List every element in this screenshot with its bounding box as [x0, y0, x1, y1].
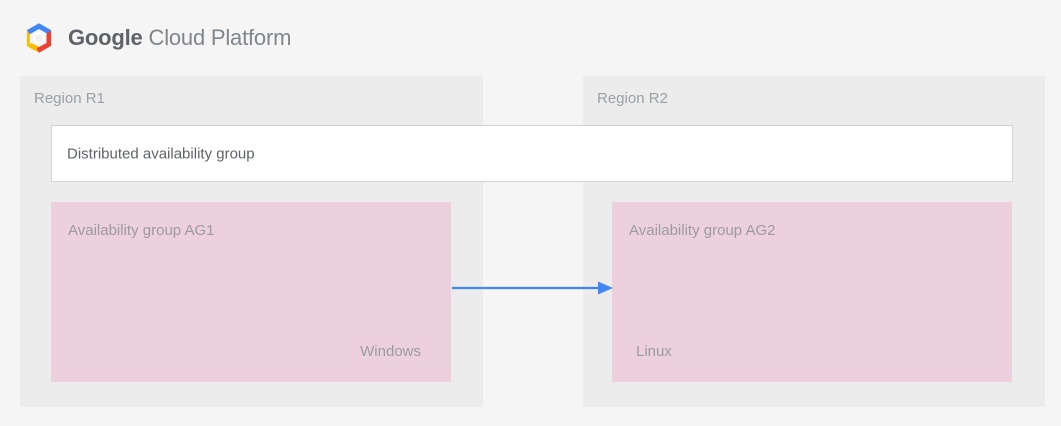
- os-label-windows: Windows: [360, 343, 421, 360]
- os-label-linux: Linux: [636, 343, 672, 360]
- availability-group-box-ag1: Availability group AG1 Windows: [51, 202, 451, 382]
- availability-group-box-ag2: Availability group AG2 Linux: [612, 202, 1012, 382]
- availability-group-title-ag2: Availability group AG2: [629, 222, 776, 239]
- google-cloud-platform-logo-icon: [22, 21, 56, 55]
- brand-title: Google Cloud Platform: [68, 25, 291, 51]
- distributed-availability-group-label: Distributed availability group: [67, 145, 255, 162]
- replication-arrow-icon: [452, 276, 617, 300]
- brand-google: Google: [68, 25, 143, 50]
- region-label-r1: Region R1: [34, 90, 105, 107]
- region-label-r2: Region R2: [597, 90, 668, 107]
- availability-group-title-ag1: Availability group AG1: [68, 222, 215, 239]
- brand-cloud-platform: Cloud Platform: [148, 25, 292, 50]
- page-header: Google Cloud Platform: [0, 0, 1061, 76]
- distributed-availability-group-box: Distributed availability group: [51, 125, 1013, 182]
